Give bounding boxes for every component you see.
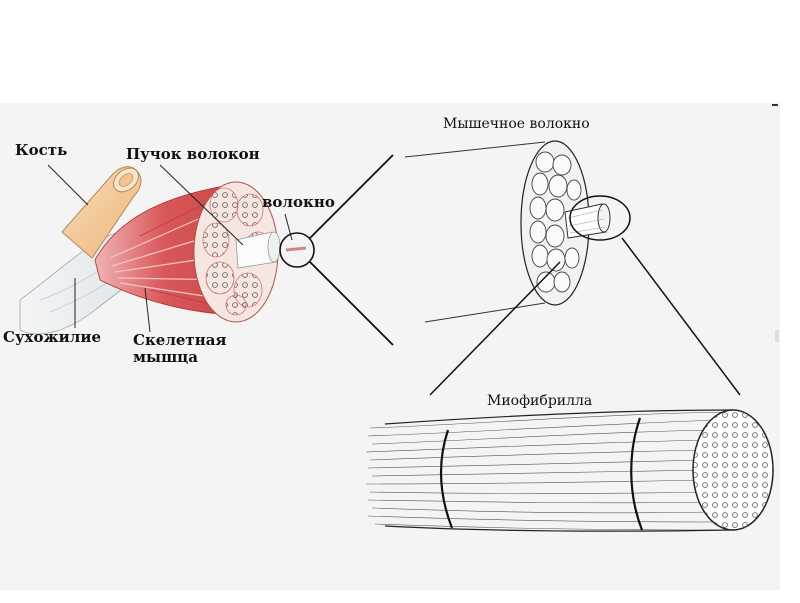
leader-fiber — [284, 213, 293, 241]
label-fiber: волокно — [262, 193, 335, 211]
bone-shape — [61, 166, 142, 259]
label-fiber-bundle: Пучок волокон — [126, 145, 260, 163]
whole-muscle-illustration — [19, 164, 315, 335]
label-skeletal-muscle-line2: мышца — [133, 347, 198, 366]
magnifier-circle-fiber — [279, 232, 315, 268]
label-muscle-fiber: Мышечное волокно — [443, 116, 590, 132]
z-line-right — [630, 417, 644, 531]
z-line-left — [439, 429, 454, 529]
label-bone: Кость — [15, 141, 68, 159]
label-skeletal-muscle-line1: Скелетная — [133, 331, 227, 349]
leader-skeletal — [144, 287, 151, 333]
zoom-line-bottom — [309, 261, 394, 346]
label-skeletal-muscle: Скелетная мышца — [133, 332, 227, 365]
label-tendon: Сухожилие — [3, 328, 102, 346]
muscle-fiber-illustration — [404, 140, 631, 323]
zoom-line-left — [429, 261, 561, 396]
muscle-cross-section — [193, 181, 281, 323]
zoom-line-right — [621, 237, 741, 396]
magnifier-circle-myofibril — [569, 195, 631, 241]
leader-bundle — [159, 164, 244, 246]
zoom-line-top — [309, 154, 394, 239]
myofibril-illustration — [365, 409, 774, 532]
leader-bone — [47, 164, 89, 206]
label-myofibril: Миофибрилла — [487, 393, 593, 409]
